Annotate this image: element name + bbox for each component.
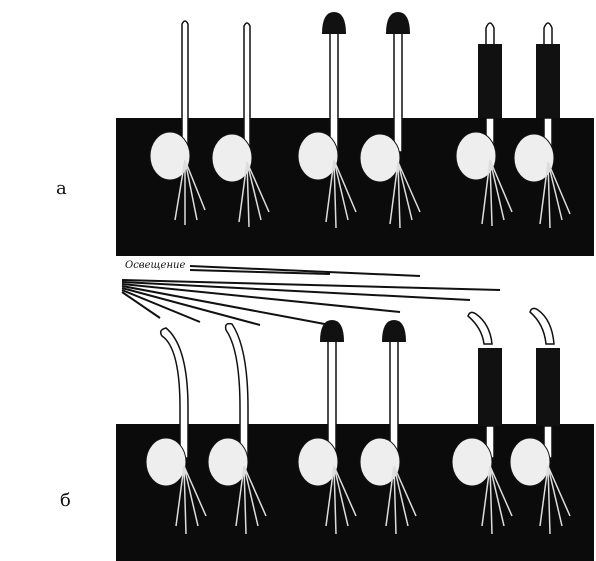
seed	[146, 438, 186, 486]
coleoptile	[328, 336, 336, 458]
coleoptile-tip	[530, 308, 554, 344]
tip-cap	[382, 320, 406, 342]
tip-cap	[322, 12, 346, 34]
seed	[510, 438, 550, 486]
seedling-b4	[360, 320, 416, 534]
seedling-b5	[452, 312, 512, 534]
sleeve	[478, 44, 502, 118]
panel-a-seedlings	[150, 12, 570, 228]
coleoptile	[182, 21, 188, 152]
coleoptile-tip	[468, 312, 492, 344]
seedling-a4	[360, 12, 420, 228]
light-rays	[122, 266, 500, 325]
seedling-b2	[208, 324, 266, 534]
panel-b-seedlings	[146, 308, 570, 534]
seed	[452, 438, 492, 486]
seedling-b1	[146, 328, 206, 534]
seedling-b6	[510, 308, 570, 534]
seedling-b3	[298, 320, 356, 534]
sleeve	[478, 348, 502, 426]
seedling-a6	[514, 23, 570, 228]
seedling-a2	[212, 23, 269, 227]
coleoptile	[394, 30, 402, 152]
seedling-a5	[456, 23, 512, 226]
seedling-a1	[150, 21, 205, 225]
tip-cap	[386, 12, 410, 34]
coleoptile	[330, 30, 338, 152]
seed	[150, 132, 190, 180]
coleoptile	[244, 23, 250, 152]
sleeve	[536, 44, 560, 118]
seed	[360, 134, 400, 182]
coleoptile	[390, 336, 398, 458]
sleeve	[536, 348, 560, 426]
seedling-a3	[298, 12, 356, 228]
